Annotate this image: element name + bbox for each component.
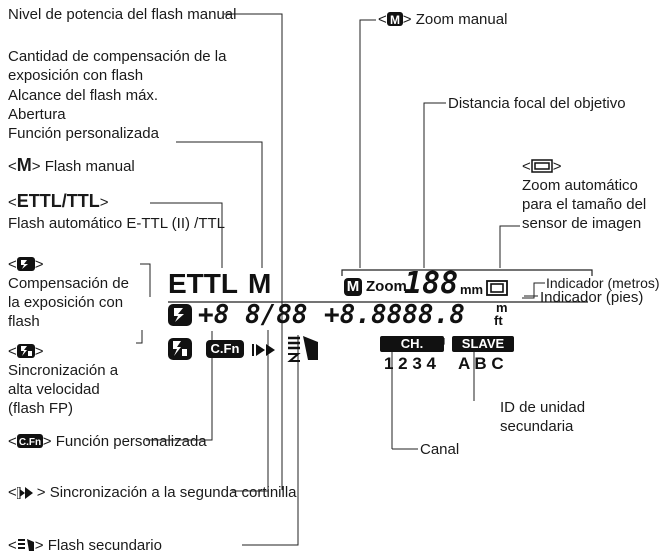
auto-zoom-icon <box>531 159 553 173</box>
label-max-range: Alcance del flash máx. <box>8 87 159 104</box>
label-flash-comp: Compensación de la exposición con flash <box>8 275 129 330</box>
manual-flash-symbol: M <box>16 155 32 175</box>
flash-comp-icon <box>16 257 35 271</box>
label-channel: Canal <box>420 441 460 458</box>
label-hss: Sincronización a alta velocidad (flash F… <box>8 362 119 417</box>
label-ettl-desc: Flash automático E-TTL (II) /TTL <box>8 215 225 232</box>
lcd-unit-m: m <box>496 300 508 315</box>
lcd-hss-icon <box>168 338 192 360</box>
label-manual-flash: <M> Flash manual <box>8 155 135 176</box>
slave-flash-icon <box>17 539 34 551</box>
label-custom-function: Función personalizada <box>8 125 159 142</box>
lcd-cfn: C.Fn <box>206 340 244 358</box>
label-ettl: <ETTL/TTL> <box>8 191 109 212</box>
svg-text:C.Fn: C.Fn <box>19 437 41 448</box>
lcd-ch: CH. <box>380 336 444 352</box>
lcd-comp-value: +8 8/88 <box>198 300 308 330</box>
label-slave-id: ID de unidad secundaria <box>500 399 586 435</box>
label-auto-zoom: Zoom automático para el tamaño del senso… <box>522 177 647 232</box>
lcd-slave: SLAVE <box>452 336 514 352</box>
svg-text:M: M <box>390 13 400 26</box>
lcd-mm: mm <box>460 282 484 297</box>
label-second-curtain-icon: <> Sincronización a la segunda cortinill… <box>8 484 297 501</box>
lcd-slave-ids: A B C <box>458 354 504 373</box>
lcd-auto-zoom-icon <box>486 280 508 296</box>
lcd-zoom-word: Zoom <box>366 278 407 295</box>
label-flash-comp-icon: <> <box>8 256 44 273</box>
lcd-flash-comp-icon <box>168 304 192 326</box>
label-comp-amount: Cantidad de compensación de la exposició… <box>8 48 227 84</box>
label-manual-zoom: <M> Zoom manual <box>378 11 508 28</box>
label-cfn-icon: <C.Fn> Función personalizada <box>8 433 207 450</box>
label-hss-icon: <> <box>8 343 44 360</box>
lcd-ettl: ETTL <box>168 268 238 299</box>
lcd-ch-digits: 1 2 3 4 <box>384 354 436 373</box>
label-feet: Indicador (pies) <box>540 289 644 306</box>
cfn-icon: C.Fn <box>16 434 43 448</box>
label-power-level: Nivel de potencia del flash manual <box>8 6 237 23</box>
hss-icon <box>16 344 35 358</box>
lcd-slave-flash-icon <box>287 336 318 362</box>
lcd-m: M <box>248 268 272 299</box>
label-auto-zoom-icon: <> <box>522 158 562 175</box>
lcd-unit-ft: ft <box>494 313 503 328</box>
label-slave-flash: <> Flash secundario <box>8 537 162 554</box>
lcd-distance-value: +8.8888.8 <box>324 300 465 330</box>
lcd-zoom-digits: 188 <box>404 266 459 301</box>
lcd-manual-zoom-badge: M <box>344 278 362 296</box>
lcd-second-curtain-icon <box>252 344 275 356</box>
label-meters: Indicador (metros) <box>546 275 660 291</box>
label-focal-length: Distancia focal del objetivo <box>448 95 626 112</box>
label-aperture: Abertura <box>8 106 66 123</box>
second-curtain-icon <box>16 487 33 499</box>
manual-zoom-badge-icon: M <box>386 12 403 26</box>
